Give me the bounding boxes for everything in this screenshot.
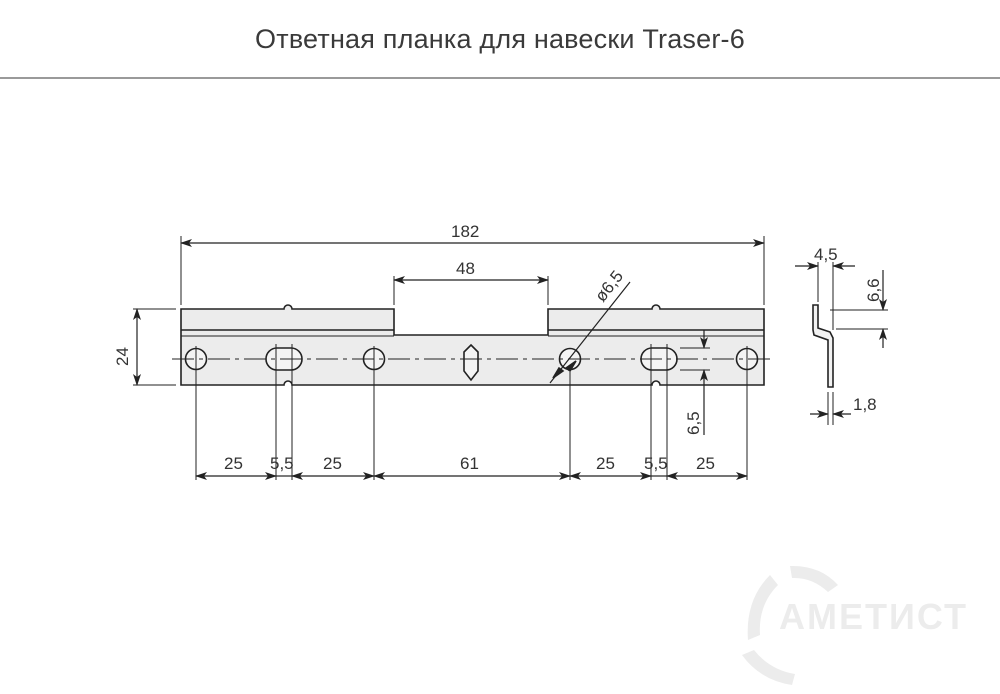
page-title: Ответная планка для навески Traser-6: [255, 24, 745, 54]
dim-flange-height: 6,6: [864, 278, 883, 302]
watermark-logo-icon: [742, 565, 838, 685]
dim-bottom-2: 5,5: [270, 454, 294, 473]
dim-thickness: 1,8: [853, 395, 877, 414]
dim-bottom-7: 25: [696, 454, 715, 473]
dim-bottom-6: 5,5: [644, 454, 668, 473]
dim-height: 24: [113, 347, 132, 366]
watermark-brand: АМЕТИСТ: [779, 596, 968, 637]
dim-overall-length: 182: [451, 222, 479, 241]
dim-bottom-4: 61: [460, 454, 479, 473]
dim-cutout-width: 48: [456, 259, 475, 278]
dim-bottom-1: 25: [224, 454, 243, 473]
dim-flange-width: 4,5: [814, 245, 838, 264]
dim-hole-diameter: ø6,5: [591, 267, 627, 306]
dim-slot-offset: 6,5: [684, 411, 703, 435]
title-divider: [0, 77, 1000, 79]
dim-bottom-5: 25: [596, 454, 615, 473]
dim-bottom-3: 25: [323, 454, 342, 473]
